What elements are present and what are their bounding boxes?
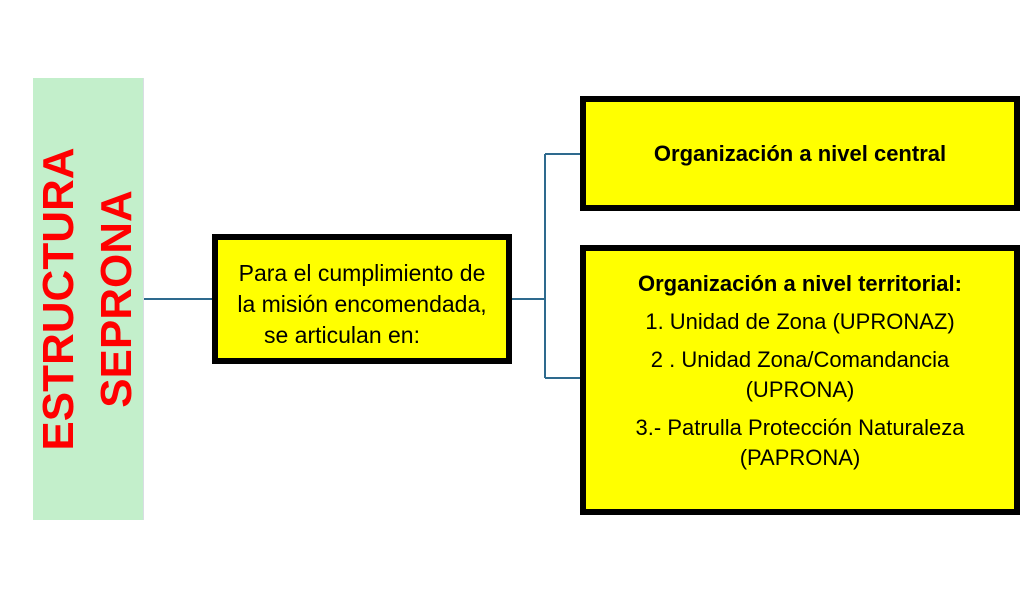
- territorial-item-2: 2 . Unidad Zona/Comandancia (UPRONA): [650, 347, 950, 402]
- intermediate-node: Para el cumplimiento de la misión encome…: [212, 234, 512, 364]
- central-organization-title: Organización a nivel central: [653, 140, 947, 166]
- territorial-organization-node: Organización a nivel territorial: 1. Uni…: [580, 245, 1020, 515]
- root-node-panel: [33, 78, 144, 520]
- territorial-item-3: 3.- Patrulla Protección Naturaleza (PAPR…: [635, 415, 965, 470]
- territorial-item-1: 1. Unidad de Zona (UPRONAZ): [645, 309, 955, 334]
- central-organization-node: Organización a nivel central: [580, 96, 1020, 211]
- intermediate-line1: Para el cumplimiento de: [238, 260, 486, 286]
- intermediate-line2: la misión encomendada,: [237, 291, 487, 317]
- intermediate-line3: se articulan en:: [264, 322, 420, 348]
- territorial-organization-title: Organización a nivel territorial:: [638, 271, 962, 296]
